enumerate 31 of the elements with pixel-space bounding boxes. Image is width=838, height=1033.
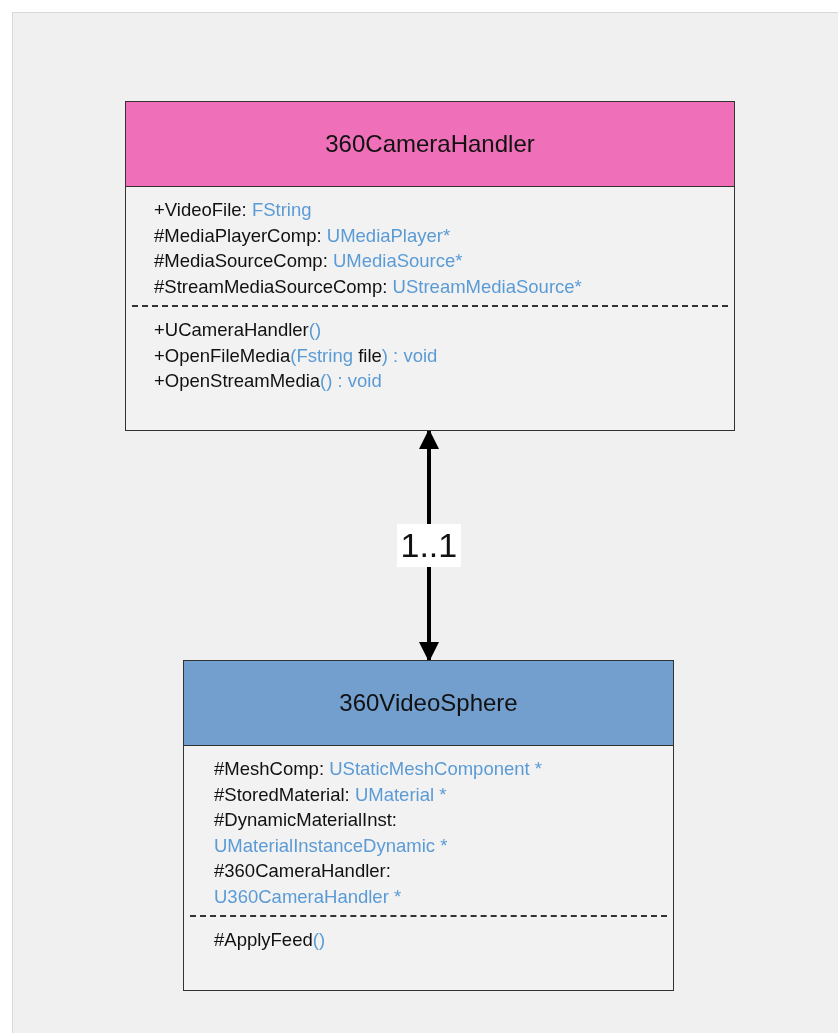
member-type: () : void [320,370,382,391]
member-type: ) : void [381,344,438,366]
member-type: () [312,929,326,950]
class-name-header: 360VideoSphere [184,661,673,746]
member-name: #ApplyFeed [214,929,313,950]
member-type: UMaterialInstanceDynamic * [214,834,448,856]
member-name: +OpenFileMedia [154,344,291,366]
member-name: #DynamicMaterialInst: [214,809,397,830]
member-type: U360CameraHandler * [214,885,402,907]
class-box [183,660,674,991]
class-box [125,101,735,431]
member-name: #MediaSourceComp: [154,250,328,271]
member-type: UStaticMeshComponent * [329,758,543,779]
member-name: #MeshComp: [214,758,324,779]
member-name: #StreamMediaSourceComp: [154,275,388,297]
member-name: file [358,344,382,366]
member-name: +OpenStreamMedia [154,370,321,391]
class-name-header: 360CameraHandler [126,102,734,187]
member-type: () [308,319,322,340]
member-type: UMediaSource* [332,250,463,271]
member-type: UStreamMediaSource* [392,275,582,297]
member-type: UMediaPlayer* [326,224,451,246]
member-type: FString [251,199,312,220]
member-name: #StoredMaterial: [214,783,350,805]
member-name: +VideoFile: [154,199,247,220]
member-type: (Fstring [290,344,353,366]
multiplicity-label: 1..1 [396,524,462,567]
member-name: #360CameraHandler: [214,860,391,881]
member-name: #MediaPlayerComp: [154,224,322,246]
member-type: UMaterial * [354,783,447,805]
member-name: +UCameraHandler [154,319,309,340]
